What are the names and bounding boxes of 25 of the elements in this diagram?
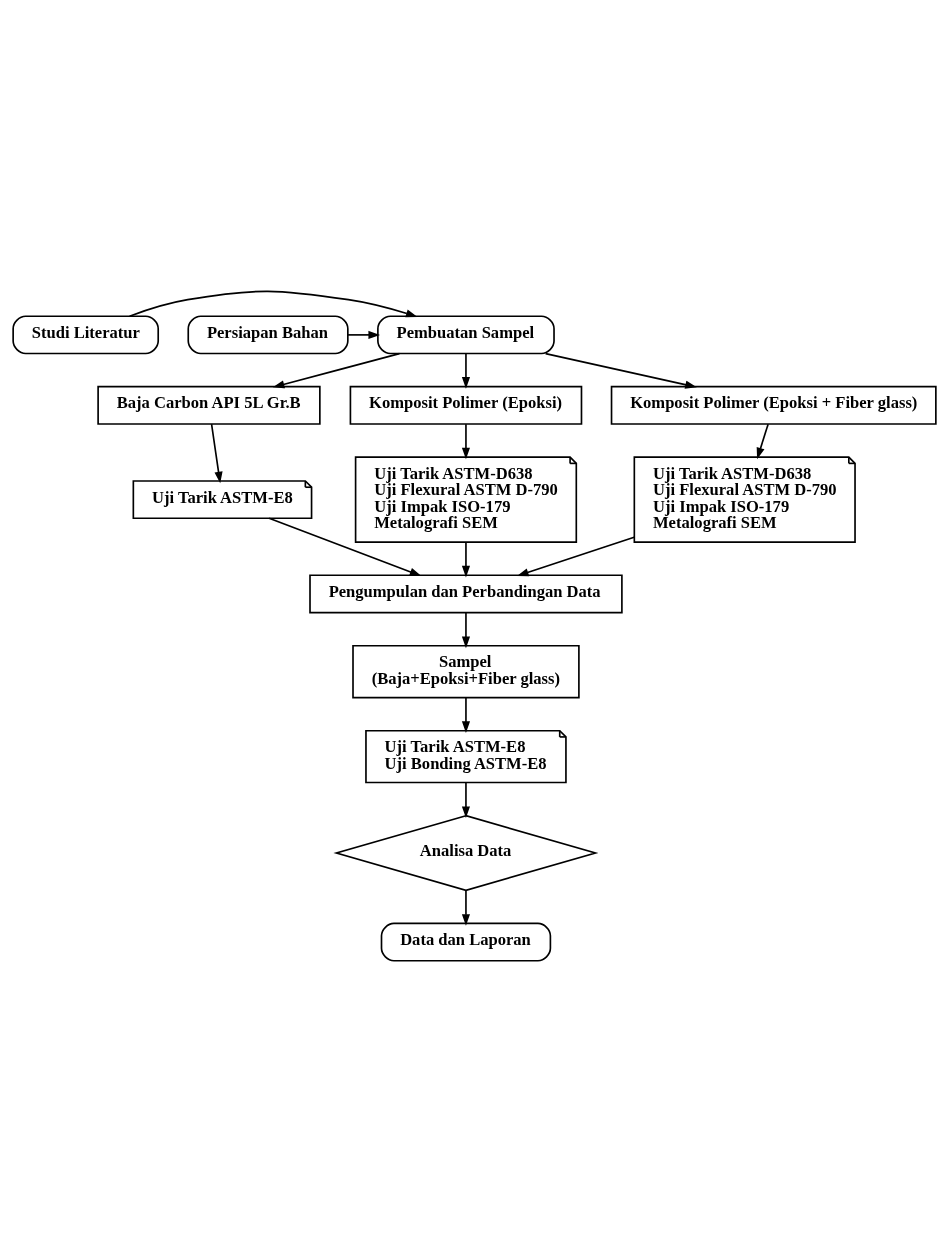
node-diamond: Analisa Data	[332, 814, 598, 891]
arrow	[346, 330, 380, 339]
node-box: Persiapan Bahan	[186, 314, 349, 354]
node-box: Sampel (Baja+Epoksi+Fiber glass)	[351, 644, 580, 698]
arrow	[267, 517, 421, 576]
node-box: Pengumpulan dan Perbandingan Data	[308, 573, 623, 613]
arrow	[461, 889, 470, 926]
node-box: Baja Carbon API 5L Gr.B	[96, 385, 321, 425]
node-box: Komposit Polimer (Epoksi)	[349, 385, 582, 425]
arrow	[461, 781, 470, 818]
arrow	[461, 611, 470, 648]
arrow	[756, 422, 769, 459]
arrow	[544, 352, 697, 389]
arrow	[516, 535, 635, 576]
node-box: Data dan Laporan	[380, 922, 551, 962]
node-box: Pembuatan Sampel	[376, 314, 555, 354]
arrow	[461, 696, 470, 733]
node-box: Komposit Polimer (Epoksi + Fiber glass)	[610, 385, 937, 425]
arrow	[461, 422, 470, 459]
arrow	[210, 422, 223, 483]
arrow	[461, 540, 470, 577]
arrow	[461, 352, 470, 389]
node-box: Studi Literatur	[11, 314, 159, 354]
arrow	[128, 290, 418, 317]
arrow	[272, 352, 400, 388]
